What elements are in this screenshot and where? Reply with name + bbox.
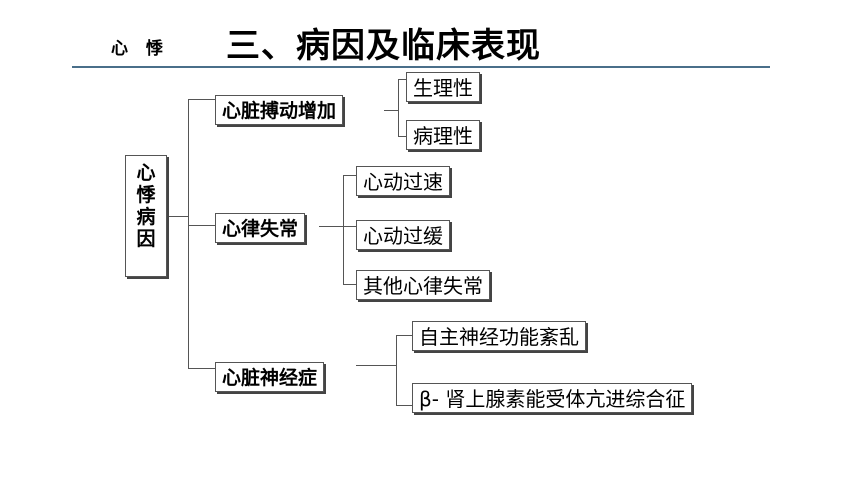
node-arrhythmia: 心律失常 (215, 213, 306, 243)
root-char-2: 悸 (136, 184, 156, 206)
leaf-tachycardia: 心动过速 (356, 166, 450, 196)
root-char-3: 病 (136, 206, 156, 228)
leaf-autonomic-dysfunction: 自主神经功能紊乱 (412, 321, 586, 351)
root-char-4: 因 (136, 228, 156, 250)
slide-title: 三、病因及临床表现 (226, 26, 541, 66)
leaf-beta-adrenergic-syndrome: β- 肾上腺素能受体亢进综合征 (412, 383, 693, 413)
node-cardiac-neurosis: 心脏神经症 (215, 362, 325, 392)
leaf-physiological: 生理性 (406, 72, 480, 102)
leaf-bradycardia: 心动过缓 (356, 220, 450, 250)
root-node-palpitation-causes: 心 悸 病 因 (125, 155, 167, 277)
node-increased-heart-activity: 心脏搏动增加 (215, 95, 344, 125)
slide-subject-label: 心 悸 (111, 39, 169, 59)
leaf-other-arrhythmia: 其他心律失常 (356, 270, 490, 300)
root-char-1: 心 (136, 162, 156, 184)
leaf-pathological: 病理性 (406, 120, 480, 150)
header-divider (72, 66, 770, 68)
